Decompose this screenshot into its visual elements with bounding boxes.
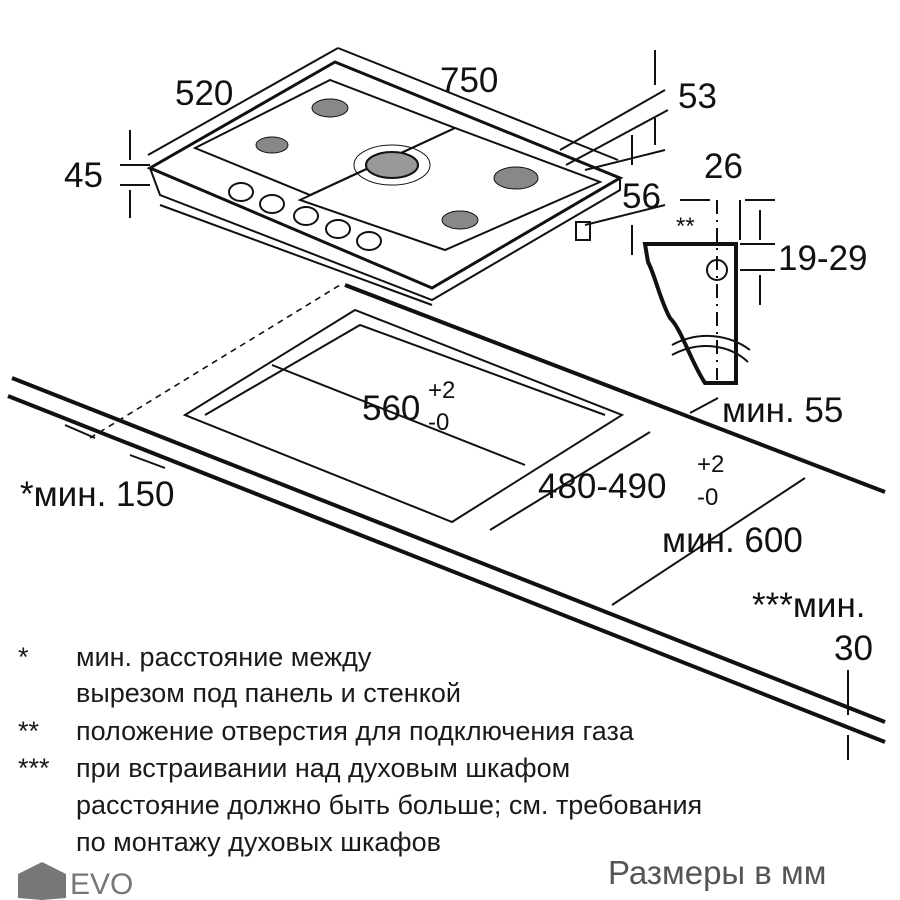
dim-56: 56 <box>622 177 661 216</box>
note-line: при встраивании над духовым шкафом <box>76 753 570 783</box>
dim-cutout-depth-tol-minus: -0 <box>697 484 718 511</box>
cutout <box>89 284 625 524</box>
dim-min-150: *мин. 150 <box>20 475 174 514</box>
gas-hob <box>146 60 624 306</box>
countertop <box>7 283 886 744</box>
dim-26: 26 <box>704 147 743 186</box>
note-marker: ** <box>18 716 40 746</box>
control-knobs <box>228 182 382 251</box>
dim-53: 53 <box>678 77 717 116</box>
gas-connection-detail <box>642 200 751 385</box>
dim-min-30-value: 30 <box>834 629 873 668</box>
watermark-logo: EVO <box>18 862 133 900</box>
units-label: Размеры в мм <box>608 854 826 891</box>
dim-cutout-depth: 480-490 <box>538 467 666 506</box>
dim-520: 520 <box>175 74 233 113</box>
dimension-lines <box>64 47 849 760</box>
note-line: положение отверстия для подключения газа <box>76 716 635 746</box>
dim-min-55: мин. 55 <box>722 391 843 430</box>
burners <box>255 98 539 230</box>
note-marker: * <box>18 642 29 672</box>
dim-cutout-width: 560 <box>362 389 420 428</box>
dim-cutout-width-tol-plus: +2 <box>428 377 455 404</box>
notes: * мин. расстояние между вырезом под пане… <box>18 642 702 857</box>
dim-45: 45 <box>64 156 103 195</box>
note-marker: *** <box>18 753 50 783</box>
dim-min-30-label: ***мин. <box>752 586 866 625</box>
note-line: мин. расстояние между <box>76 642 372 672</box>
dim-cutout-depth-tol-plus: +2 <box>697 451 724 478</box>
note-line: вырезом под панель и стенкой <box>76 678 461 708</box>
gas-marker: ** <box>676 213 695 240</box>
dim-cutout-width-tol-minus: -0 <box>428 409 449 436</box>
watermark-text: EVO <box>70 868 133 900</box>
note-line: по монтажу духовых шкафов <box>76 827 441 857</box>
note-line: расстояние должно быть больше; см. требо… <box>76 790 702 820</box>
dim-min-600: мин. 600 <box>662 521 803 560</box>
dim-19-29: 19-29 <box>778 239 868 278</box>
dim-750: 750 <box>440 61 498 100</box>
